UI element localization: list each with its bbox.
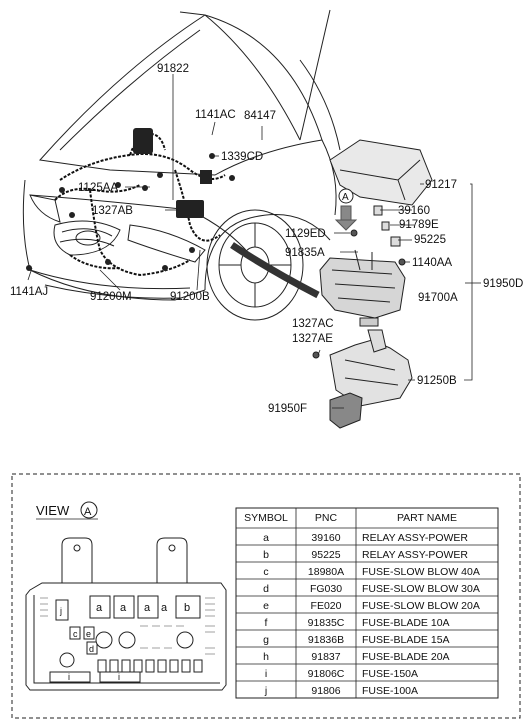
table-header-symbol: SYMBOL <box>244 512 288 524</box>
part-label: 91950D <box>483 278 523 290</box>
part-label: 1339CD <box>221 151 263 163</box>
table-cell-part-name: FUSE-SLOW BLOW 30A <box>362 583 480 595</box>
svg-text:d: d <box>89 644 94 654</box>
table-cell-part-name: FUSE-BLADE 15A <box>362 634 450 646</box>
table-cell-part-name: RELAY ASSY-POWER <box>362 549 468 561</box>
table-cell-part-name: FUSE-100A <box>362 685 418 697</box>
connection-stripe <box>230 242 320 299</box>
table-cell-part-name: FUSE-SLOW BLOW 20A <box>362 600 480 612</box>
view-title: VIEW A <box>36 501 98 520</box>
table-cell-part-name: RELAY ASSY-POWER <box>362 532 468 544</box>
table-cell-symbol: d <box>263 583 269 595</box>
table-cell-part-name: FUSE-BLADE 20A <box>362 651 450 663</box>
part-label: 1141AJ <box>10 286 48 298</box>
svg-text:a: a <box>96 602 103 614</box>
table-cell-pnc: 18980A <box>308 566 344 578</box>
svg-text:a: a <box>144 602 151 614</box>
table-cell-part-name: FUSE-BLADE 10A <box>362 617 450 629</box>
part-labels: 91822 1141AC 84147 1339CD 1125AA 1327AB … <box>10 63 523 415</box>
table-cell-pnc: 91836B <box>308 634 344 646</box>
part-label: 84147 <box>244 110 276 122</box>
svg-text:e: e <box>86 629 91 639</box>
fuse-box-symbol-letters: a a a a b c e d j i i <box>59 602 190 682</box>
part-label: 91822 <box>157 63 189 75</box>
part-label: 1327AC <box>292 318 334 330</box>
part-label: 91789E <box>399 219 439 231</box>
part-label: 91250B <box>417 375 457 387</box>
part-label: 91835A <box>285 247 325 259</box>
part-label: 1140AA <box>412 257 452 269</box>
part-label: 1141AC <box>195 109 236 121</box>
table-cell-pnc: 91806 <box>311 685 340 697</box>
view-marker-circle-text: A <box>342 192 349 203</box>
table-cell-pnc: 95225 <box>311 549 340 561</box>
part-label: 39160 <box>398 205 430 217</box>
harness-components <box>26 128 235 271</box>
part-label: 1327AB <box>92 205 133 217</box>
table-cell-symbol: a <box>263 532 269 544</box>
svg-text:j: j <box>59 606 62 616</box>
table-cell-pnc: FE020 <box>311 600 342 612</box>
table-cell-pnc: 91837 <box>311 651 340 663</box>
part-label: 91200M <box>90 291 132 303</box>
svg-text:i: i <box>68 672 70 682</box>
part-label: 1327AE <box>292 333 333 345</box>
table-cell-symbol: j <box>264 685 267 697</box>
part-label: 91700A <box>418 292 458 304</box>
table-cell-symbol: c <box>263 566 268 578</box>
small-fuse-grid <box>49 659 203 683</box>
part-label: 1129ED <box>285 228 326 240</box>
table-cell-part-name: FUSE-SLOW BLOW 40A <box>362 566 480 578</box>
svg-text:A: A <box>84 506 92 518</box>
part-label: 91200B <box>170 291 210 303</box>
table-cell-symbol: h <box>263 651 269 663</box>
table-cell-pnc: FG030 <box>310 583 342 595</box>
table-cell-pnc: 91835C <box>308 617 345 629</box>
table-cell-part-name: FUSE-150A <box>362 668 418 680</box>
table-cell-symbol: e <box>263 600 269 612</box>
svg-text:b: b <box>184 602 190 614</box>
table-header-pnc: PNC <box>315 512 338 524</box>
view-panel-border <box>11 473 521 719</box>
table-cell-pnc: 91806C <box>308 668 345 680</box>
table-cell-symbol: f <box>265 617 268 629</box>
table-cell-symbol: i <box>265 668 267 680</box>
svg-text:i: i <box>118 672 120 682</box>
svg-text:VIEW: VIEW <box>36 503 70 518</box>
fuse-box-exploded <box>312 139 433 429</box>
part-label: 91217 <box>425 179 457 191</box>
leader-lines <box>27 74 481 409</box>
table-cell-symbol: g <box>263 634 269 646</box>
fuse-box-top-view: a a a a b c e d j i i <box>25 537 227 691</box>
svg-text:a: a <box>120 602 127 614</box>
table-cell-pnc: 39160 <box>311 532 340 544</box>
part-label: 91950F <box>268 403 307 415</box>
part-label: 95225 <box>414 234 446 246</box>
svg-text:a: a <box>161 602 168 614</box>
table-header-part-name: PART NAME <box>397 512 457 524</box>
table-cell-symbol: b <box>263 549 269 561</box>
part-label: 1125AA <box>78 182 118 194</box>
svg-text:c: c <box>73 629 78 639</box>
blade-fuse-marks <box>40 597 215 655</box>
